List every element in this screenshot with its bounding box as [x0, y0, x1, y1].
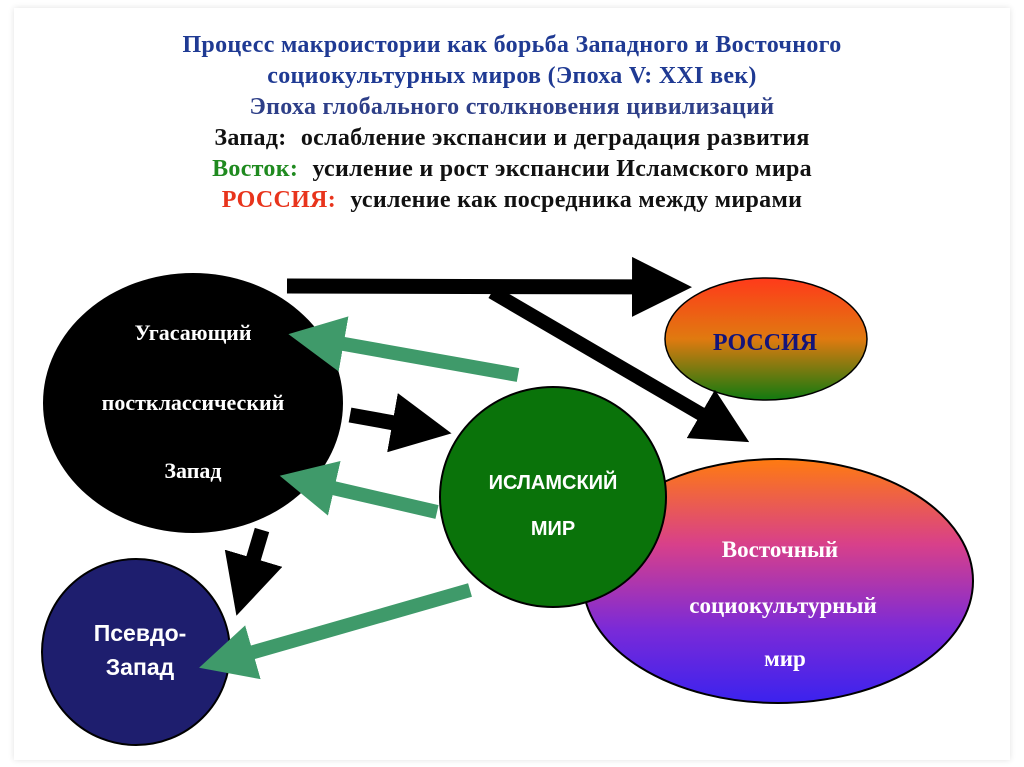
islam-label-1: ИСЛАМСКИЙ: [488, 472, 618, 494]
east-label-2: социокультурный: [689, 593, 877, 618]
title-line-3: Эпоха глобального столкновения цивилизац…: [249, 94, 775, 120]
west-statement: Запад: ослабление экспансии и деградация…: [0, 123, 1024, 154]
arrow-west-to-russia: [286, 256, 692, 317]
east-label-3: мир: [764, 646, 806, 671]
pseudo-west-circle: [41, 558, 231, 746]
west-label-3: Запад: [164, 458, 222, 483]
russia-statement-label: РОССИЯ:: [221, 187, 336, 213]
russia-statement-text: усиление как посредника между мирами: [350, 187, 803, 213]
title-line-1: Процесс макроистории как борьба Западног…: [182, 32, 842, 58]
east-statement: Восток: усиление и рост экспансии Исламс…: [0, 154, 1024, 185]
islam-circle: [439, 386, 667, 608]
arrow-west-to-islam: [348, 393, 452, 453]
arrow-west-to-east: [488, 285, 750, 443]
arrow-islam-to-west-upper: [288, 316, 520, 382]
west-statement-label: Запад:: [214, 125, 287, 151]
arrow-west-to-pseudo: [224, 527, 283, 616]
islam-label-2: МИР: [530, 518, 576, 540]
pseudo-west-label-1: Псевдо-: [93, 620, 187, 646]
title-line-2: социокультурных миров (Эпоха V: XXI век): [267, 63, 757, 89]
arrow-islam-to-pseudo: [199, 583, 472, 680]
west-statement-text: ослабление экспансии и деградация развит…: [300, 125, 810, 151]
pseudo-west-label-2: Запад: [105, 654, 175, 680]
west-label-2: постклассический: [101, 390, 285, 415]
west-circle: [43, 273, 343, 533]
russia-ellipse: [664, 277, 868, 401]
east-label-1: Восточный: [721, 537, 839, 562]
arrow-islam-to-west-lower: [279, 461, 439, 519]
russia-label: РОССИЯ: [712, 330, 818, 356]
east-statement-label: Восток:: [212, 156, 299, 182]
russia-statement: РОССИЯ: усиление как посредника между ми…: [0, 185, 1024, 216]
slide-header: Процесс макроистории как борьба Западног…: [0, 30, 1024, 216]
west-label-1: Угасающий: [134, 320, 252, 345]
east-statement-text: усиление и рост экспансии Исламского мир…: [312, 156, 812, 182]
